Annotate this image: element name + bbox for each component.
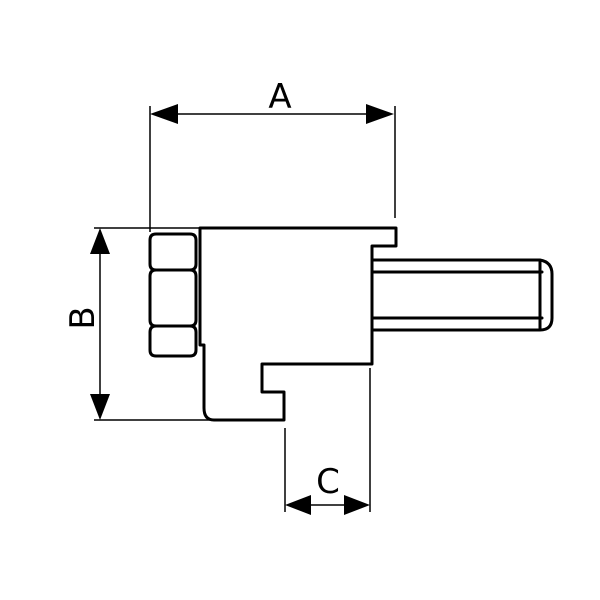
clamp-body [198, 226, 398, 422]
dimension-label-c: C [316, 462, 340, 502]
dimension-label-a: A [268, 77, 291, 117]
dimension-a: A [149, 77, 396, 232]
bolt-shaft [370, 258, 554, 332]
dimension-b: B [63, 227, 212, 421]
hex-nut [148, 232, 198, 358]
dimension-label-b: B [63, 306, 103, 329]
dimension-c: C [284, 368, 371, 515]
